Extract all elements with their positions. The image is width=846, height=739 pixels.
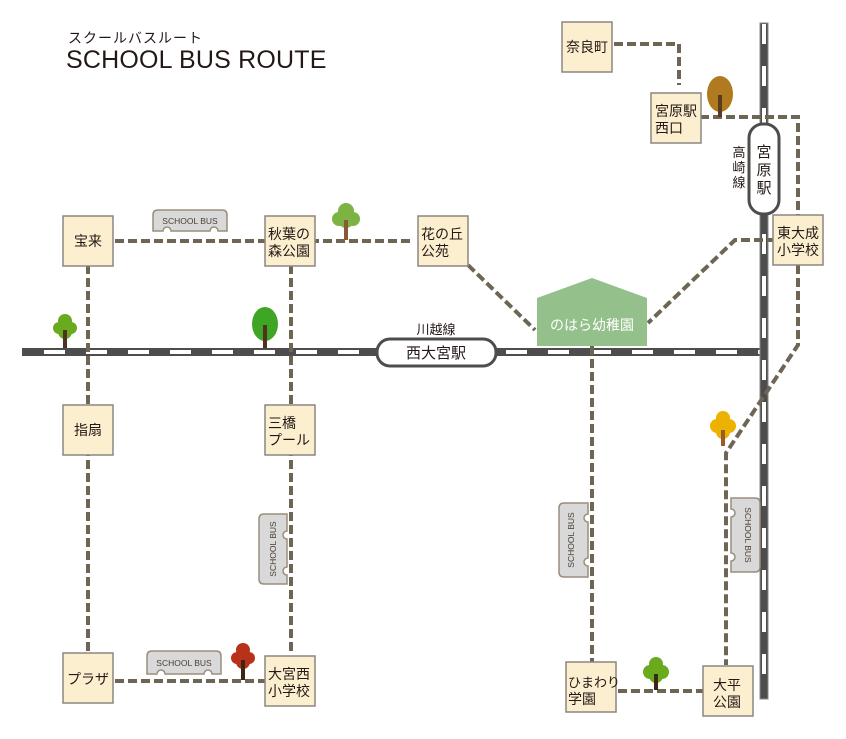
svg-text:SCHOOL BUS: SCHOOL BUS bbox=[156, 658, 212, 668]
bus-stop-miyahara-west[interactable]: 宮原駅 西口 bbox=[650, 92, 702, 144]
tree-icon bbox=[710, 411, 736, 446]
bus-stop-omiya-nishi[interactable]: 大宮西 小学校 bbox=[264, 655, 316, 707]
school-bus-icon: SCHOOL BUS bbox=[258, 513, 288, 585]
rail-tie bbox=[762, 444, 766, 464]
tree-icon bbox=[231, 643, 255, 680]
rail-tie bbox=[762, 234, 766, 254]
bus-stop-nara[interactable]: 奈良町 bbox=[561, 21, 613, 73]
svg-text:花の丘: 花の丘 bbox=[421, 227, 463, 243]
rail-tie bbox=[762, 528, 766, 548]
route-nara-miyahara bbox=[614, 42, 681, 85]
svg-text:プラザ: プラザ bbox=[67, 672, 109, 688]
bus-stop-higashi-taisei[interactable]: 東大成 小学校 bbox=[772, 214, 824, 266]
rail-tie bbox=[762, 66, 766, 86]
route-hananooka-kinder bbox=[466, 263, 537, 332]
rail-tie bbox=[762, 276, 766, 296]
svg-text:高: 高 bbox=[732, 145, 745, 161]
svg-text:公園: 公園 bbox=[713, 695, 741, 711]
bus-stop-plaza[interactable]: プラザ bbox=[62, 652, 114, 704]
map-title-japanese: スクールバスルート bbox=[68, 31, 203, 47]
svg-text:宝来: 宝来 bbox=[74, 234, 102, 250]
svg-text:宮: 宮 bbox=[756, 143, 771, 161]
rail-tie bbox=[632, 350, 653, 354]
rail-tie bbox=[762, 360, 766, 380]
rail-tie bbox=[762, 612, 766, 632]
svg-text:小学校: 小学校 bbox=[268, 683, 310, 700]
bus-stop-himawari[interactable]: ひまわり 学園 bbox=[565, 661, 620, 713]
bus-stop-ohira[interactable]: 大平 公園 bbox=[702, 665, 754, 717]
svg-text:森公園: 森公園 bbox=[268, 244, 310, 260]
svg-text:小学校: 小学校 bbox=[777, 242, 819, 259]
bus-stop-mihashi[interactable]: 三橋 プール bbox=[264, 404, 316, 456]
svg-text:大宮西: 大宮西 bbox=[268, 667, 310, 683]
rail-tie bbox=[254, 350, 275, 354]
rail-tie bbox=[296, 350, 317, 354]
rail-tie bbox=[338, 350, 359, 354]
svg-text:三橋: 三橋 bbox=[268, 416, 296, 432]
station-name: 西大宮駅 bbox=[406, 344, 466, 362]
svg-text:指扇: 指扇 bbox=[74, 423, 102, 439]
station-nishi-omiya[interactable]: 西大宮駅 bbox=[375, 337, 498, 368]
school-bus-icon: SCHOOL BUS bbox=[730, 497, 761, 573]
rail-tie bbox=[44, 350, 65, 354]
svg-text:大平: 大平 bbox=[713, 678, 741, 694]
rail-tie bbox=[590, 350, 611, 354]
svg-text:崎: 崎 bbox=[732, 161, 745, 176]
school-bus-icon: SCHOOL BUS bbox=[558, 502, 589, 578]
rail-tie bbox=[762, 108, 766, 128]
svg-text:東大成: 東大成 bbox=[777, 226, 819, 242]
tree-icon bbox=[252, 307, 278, 348]
svg-text:原: 原 bbox=[756, 161, 771, 179]
bus-stop-akiba[interactable]: 秋葉の 森公園 bbox=[264, 215, 316, 267]
svg-text:線: 線 bbox=[732, 175, 745, 191]
svg-text:SCHOOL BUS: SCHOOL BUS bbox=[268, 521, 278, 577]
route-higashitaisei-kinder bbox=[646, 238, 776, 325]
tree-icon bbox=[332, 203, 360, 240]
rail-tie bbox=[762, 402, 766, 422]
kindergarten-nohara[interactable]: のはら幼稚園 bbox=[537, 278, 647, 346]
bus-stop-horai[interactable]: 宝来 bbox=[62, 215, 114, 267]
rail-tie bbox=[762, 654, 766, 674]
svg-text:公苑: 公苑 bbox=[421, 244, 449, 260]
rail-tie bbox=[212, 350, 233, 354]
svg-text:宮原駅: 宮原駅 bbox=[655, 104, 697, 120]
route-higashitaisei-ohira bbox=[724, 265, 800, 665]
svg-text:ひまわり: ひまわり bbox=[568, 676, 620, 691]
svg-text:プール: プール bbox=[268, 433, 310, 449]
rail-tie bbox=[674, 350, 695, 354]
takasaki-line-label: 高 崎 線 bbox=[732, 145, 745, 191]
bus-stop-sashiogi[interactable]: 指扇 bbox=[62, 404, 114, 456]
tree-icon bbox=[643, 657, 669, 690]
svg-text:学園: 学園 bbox=[568, 692, 596, 708]
rail-tie bbox=[86, 350, 107, 354]
rail-tie bbox=[762, 486, 766, 506]
station-miyahara[interactable]: 宮 原 駅 bbox=[747, 122, 781, 216]
kawagoe-line-label: 川越線 bbox=[416, 322, 455, 338]
svg-text:SCHOOL BUS: SCHOOL BUS bbox=[566, 512, 576, 568]
tree-icon bbox=[53, 314, 77, 348]
rail-tie bbox=[128, 350, 149, 354]
rail-tie bbox=[762, 570, 766, 590]
kindergarten-label: のはら幼稚園 bbox=[550, 318, 634, 334]
rail-tie bbox=[170, 350, 191, 354]
rail-tie bbox=[548, 350, 569, 354]
school-bus-icon: SCHOOL BUS bbox=[152, 209, 228, 232]
map-title: SCHOOL BUS ROUTE bbox=[66, 46, 327, 74]
svg-text:SCHOOL BUS: SCHOOL BUS bbox=[743, 507, 753, 563]
svg-text:西口: 西口 bbox=[655, 121, 683, 137]
svg-text:奈良町: 奈良町 bbox=[566, 40, 608, 56]
route-miyahara-higashitaisei bbox=[700, 115, 800, 222]
bus-stop-hananooka[interactable]: 花の丘 公苑 bbox=[417, 215, 469, 267]
rail-tie bbox=[506, 350, 527, 354]
school-bus-icon: SCHOOL BUS bbox=[146, 650, 222, 675]
tree-icon bbox=[707, 76, 733, 117]
svg-text:SCHOOL BUS: SCHOOL BUS bbox=[162, 216, 218, 226]
svg-text:秋葉の: 秋葉の bbox=[268, 227, 310, 243]
svg-text:駅: 駅 bbox=[756, 179, 771, 197]
rail-tie bbox=[762, 24, 766, 44]
rail-tie bbox=[762, 318, 766, 338]
rail-tie bbox=[716, 350, 737, 354]
